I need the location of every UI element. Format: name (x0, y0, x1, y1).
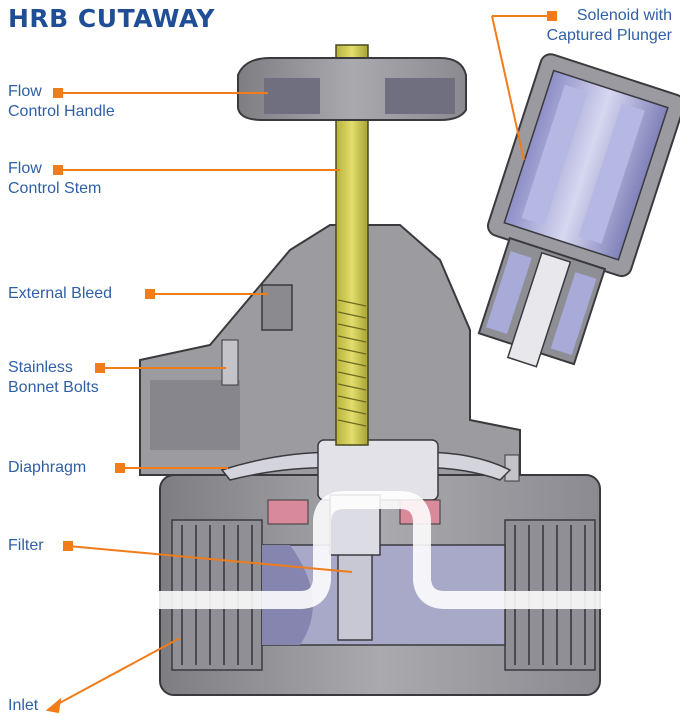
flow-path-arrow (135, 491, 640, 609)
callout-flow-control-stem: Flow Control Stem (8, 160, 102, 197)
filter (329, 494, 381, 641)
callout-external-bleed: External Bleed (8, 285, 113, 302)
stem-threads (337, 299, 367, 427)
callout-stainless-bonnet-bolts: Stainless Bonnet Bolts (8, 359, 99, 396)
callout-diaphragm: Diaphragm (8, 459, 87, 476)
callout-leaders (45, 11, 557, 714)
callout-flow-control-handle: Flow Control Handle (8, 83, 115, 120)
callout-inlet: Inlet (8, 697, 39, 714)
callout-filter: Filter (8, 537, 44, 554)
valve-body (159, 474, 601, 696)
callout-solenoid: Solenoid with Captured Plunger (546, 7, 672, 44)
bonnet (139, 224, 521, 482)
diagram-title: HRB CUTAWAY (8, 4, 215, 33)
flow-control-handle (237, 57, 467, 121)
diaphragm (220, 439, 512, 525)
solenoid (477, 53, 680, 368)
